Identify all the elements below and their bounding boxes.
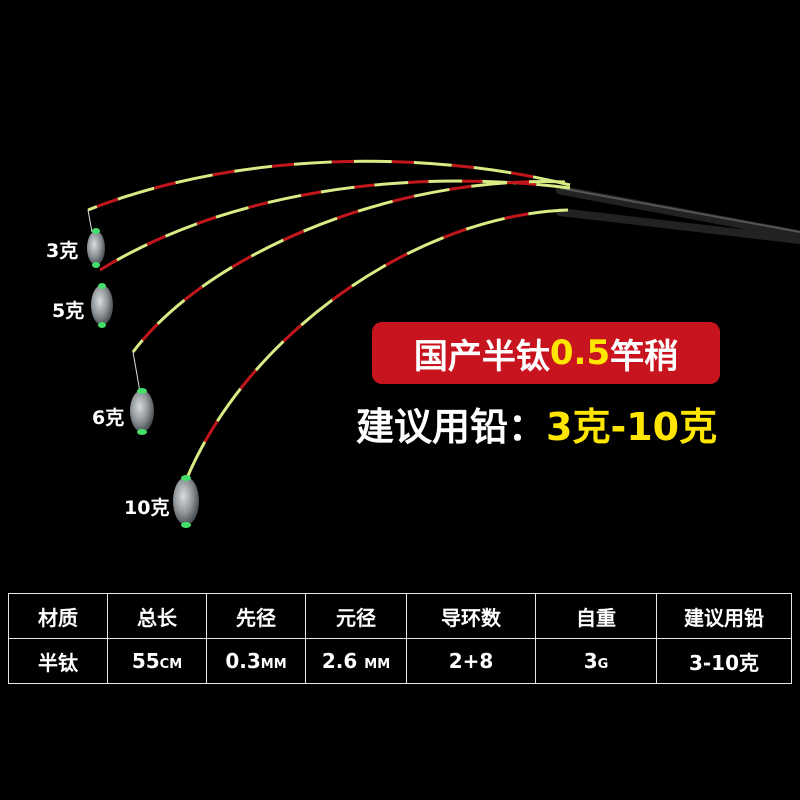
rod-butt <box>556 208 800 244</box>
weight-label-3g: 3克 <box>46 240 79 262</box>
line-3 <box>132 351 141 393</box>
spec-header: 导环数 <box>406 593 536 639</box>
lead-sinker-6g <box>130 388 154 435</box>
spec-header: 总长 <box>107 593 207 639</box>
rod-tip-2-red <box>99 179 571 272</box>
rod-butt-highlight <box>559 187 800 233</box>
spec-header: 先径 <box>206 593 306 639</box>
spec-header: 元径 <box>305 593 407 639</box>
spec-header-row: 材质 总长 先径 元径 导环数 自重 建议用铅 <box>8 593 792 639</box>
weight-label-10g: 10克 <box>124 497 170 519</box>
spec-value: 2.6 MM <box>305 638 407 684</box>
banner-suffix: 竿稍 <box>610 336 679 377</box>
spec-value: 3G <box>535 638 657 684</box>
spec-value: 0.3MM <box>206 638 306 684</box>
line-1 <box>87 209 93 233</box>
lead-sinker-3g <box>87 228 105 268</box>
spec-value: 半钛 <box>8 638 108 684</box>
weight-label-6g: 6克 <box>92 407 125 429</box>
recommended-lead-prefix: 建议用铅： <box>356 405 547 449</box>
spec-header: 自重 <box>535 593 657 639</box>
spec-table: 材质 总长 先径 元径 导环数 自重 建议用铅 半钛 55CM 0.3MM 2.… <box>8 593 792 684</box>
lead-sinker-5g <box>91 283 113 328</box>
banner-prefix: 国产半钛 <box>413 336 550 377</box>
rod-tip-4-red <box>185 208 569 479</box>
rod-tip-1-red <box>87 159 571 212</box>
spec-value: 2+8 <box>406 638 536 684</box>
rod-tip-2 <box>99 179 571 272</box>
rod-tip-1 <box>87 159 571 212</box>
rod-butt <box>555 185 800 240</box>
spec-value: 55CM <box>107 638 207 684</box>
banner-highlight: 0.5 <box>549 333 611 373</box>
recommended-lead-range: 3克-10克 <box>546 405 718 449</box>
spec-value-row: 半钛 55CM 0.3MM 2.6 MM 2+8 3G 3-10克 <box>8 638 792 684</box>
lead-sinker-10g <box>173 475 199 528</box>
spec-header: 材质 <box>8 593 108 639</box>
rod-tip-4 <box>185 208 569 479</box>
rod-tip-3 <box>131 180 566 353</box>
spec-header: 建议用铅 <box>656 593 792 639</box>
weight-label-5g: 5克 <box>52 300 85 322</box>
spec-value: 3-10克 <box>656 638 792 684</box>
recommended-lead: 建议用铅：3克-10克 <box>356 396 717 451</box>
